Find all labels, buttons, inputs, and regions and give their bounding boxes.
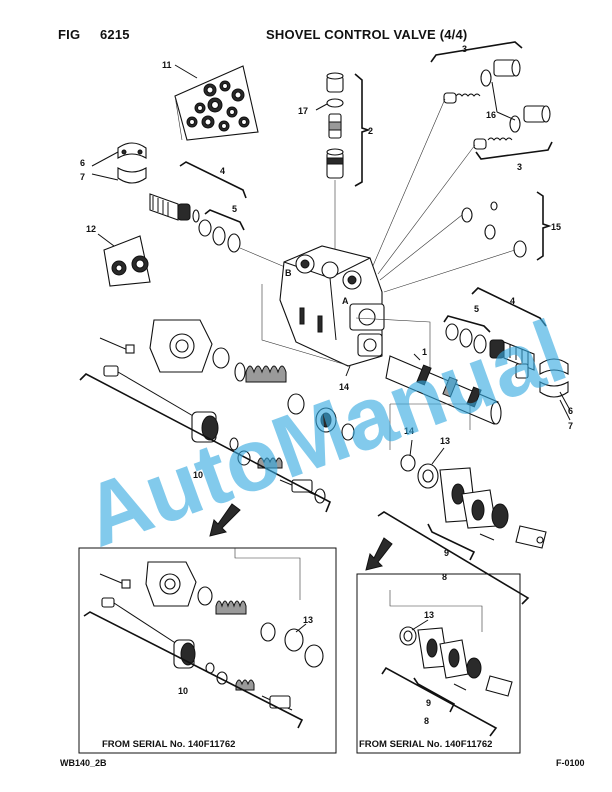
callout-5-left: 5 <box>232 204 237 214</box>
port-b-label: B <box>285 268 292 278</box>
valve-cap-2 <box>326 72 344 179</box>
solenoid-rod-10 <box>103 365 326 504</box>
callout-7-left: 7 <box>80 172 85 182</box>
footer-page-code: F-0100 <box>556 758 585 768</box>
inset-left-parts <box>99 561 324 711</box>
seal-kit-11 <box>174 65 259 141</box>
footer-model-code: WB140_2B <box>60 758 107 768</box>
inset-left-callout-10: 10 <box>178 686 188 696</box>
inset-right-caption: FROM SERIAL No. 140F11762 <box>359 739 493 750</box>
relief-valve-3-lower <box>473 105 551 150</box>
callout-15: 15 <box>551 222 561 232</box>
callout-12: 12 <box>86 224 96 234</box>
clamp-6-7-left <box>117 142 147 184</box>
callout-6-left: 6 <box>80 158 85 168</box>
callout-17: 17 <box>298 106 308 116</box>
callout-6-right: 6 <box>568 406 573 416</box>
inset-right-callout-8: 8 <box>424 716 429 726</box>
inset-left-callout-13: 13 <box>303 615 313 625</box>
callout-4-left: 4 <box>220 166 225 176</box>
callout-3-upper: 3 <box>462 44 467 54</box>
o-rings-5-left <box>198 219 241 253</box>
clamp-6-7-right <box>539 358 569 398</box>
callout-14-center: 14 <box>339 382 349 392</box>
relief-valve-3-upper <box>443 59 521 104</box>
callout-4-right: 4 <box>510 296 515 306</box>
inset-box-left <box>78 547 337 754</box>
inset-left-caption: FROM SERIAL No. 140F11762 <box>102 739 236 750</box>
callout-14-lower: 14 <box>404 426 414 436</box>
figure-title: SHOVEL CONTROL VALVE (4/4) <box>266 27 468 42</box>
callout-16: 16 <box>486 110 496 120</box>
seal-kit-12 <box>103 235 151 287</box>
parts-9-13-14 <box>400 454 547 549</box>
inset-right-callout-9: 9 <box>426 698 431 708</box>
spool-end-4-right <box>489 339 535 379</box>
callout-9: 9 <box>444 548 449 558</box>
callout-5-right: 5 <box>474 304 479 314</box>
inset-right-callout-13: 13 <box>424 610 434 620</box>
callout-1: 1 <box>422 347 427 357</box>
spool-end-4-left <box>149 193 200 223</box>
callout-8: 8 <box>442 572 447 582</box>
callout-3-lower: 3 <box>517 162 522 172</box>
callout-7-right: 7 <box>568 421 573 431</box>
port-a-label: A <box>342 296 349 306</box>
o-rings-5-right <box>445 323 487 354</box>
callout-2: 2 <box>368 126 373 136</box>
figure-number: 6215 <box>100 27 130 42</box>
valve-body <box>279 245 385 367</box>
o-rings-15 <box>461 201 527 258</box>
arrow-to-right-inset <box>365 537 393 571</box>
figure-label: FIG <box>58 27 81 42</box>
callout-11: 11 <box>162 60 172 70</box>
callout-13: 13 <box>440 436 450 446</box>
plunger-assembly-left <box>99 319 355 441</box>
inset-box-right <box>356 573 521 754</box>
arrow-to-left-inset <box>209 503 241 537</box>
callout-10: 10 <box>193 470 203 480</box>
inset-right-parts <box>399 626 513 697</box>
